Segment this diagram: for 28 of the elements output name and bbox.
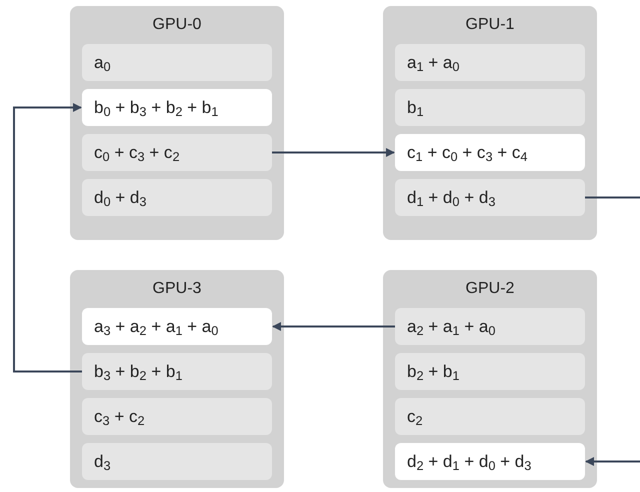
memory-row: b$_{2}$ + b$_{1}$: [395, 353, 585, 390]
gpu-panel: [383, 6, 597, 240]
memory-row: c$_{0}$ + c$_{3}$ + c$_{2}$: [82, 134, 272, 171]
memory-row: c$_{3}$ + c$_{2}$: [82, 398, 272, 435]
memory-row: d$_{2}$ + d$_{1}$ + d$_{0}$ + d$_{3}$: [395, 443, 585, 480]
memory-row: d$_{1}$ + d$_{0}$ + d$_{3}$: [395, 179, 585, 216]
memory-row: d$_{0}$ + d$_{3}$: [82, 179, 272, 216]
memory-row: a$_{1}$ + a$_{0}$: [395, 44, 585, 81]
memory-row: c$_{2}$: [395, 398, 585, 435]
memory-row: a$_{2}$ + a$_{1}$ + a$_{0}$: [395, 308, 585, 345]
memory-row: b$_{1}$: [395, 89, 585, 126]
gpu-panel: [70, 270, 284, 488]
gpu-title: GPU-3: [152, 279, 202, 299]
arrow: [13, 103, 82, 372]
gpu-title: GPU-0: [152, 15, 202, 35]
arrow: [272, 148, 395, 157]
memory-row: b$_{0}$ + b$_{3}$ + b$_{2}$ + b$_{1}$: [82, 89, 272, 126]
arrow: [585, 457, 640, 466]
memory-row: b$_{3}$ + b$_{2}$ + b$_{1}$: [82, 353, 272, 390]
memory-row: a$_{3}$ + a$_{2}$ + a$_{1}$ + a$_{0}$: [82, 308, 272, 345]
gpu-title: GPU-2: [466, 279, 514, 299]
gpu-panel: [383, 270, 597, 488]
memory-row: c$_{1}$ + c$_{0}$ + c$_{3}$ + c$_{4}$: [395, 134, 585, 171]
memory-row: a$_{0}$: [82, 44, 272, 81]
memory-row: d$_{3}$: [82, 443, 272, 480]
gpu-title: GPU-1: [466, 15, 514, 35]
gpu-panel: [70, 6, 284, 240]
arrow: [272, 322, 395, 331]
